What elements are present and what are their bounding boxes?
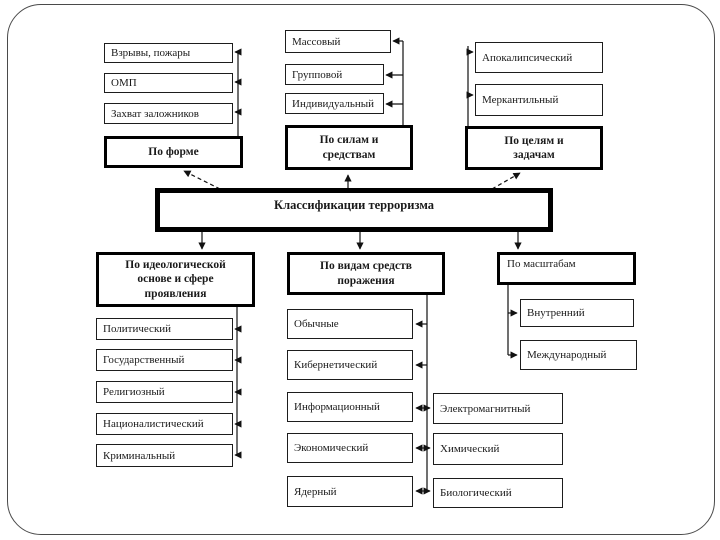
scale-item-international: Международный [520, 340, 637, 370]
goals-item-apocalyptic: Апокалипсический [475, 42, 603, 73]
means-item-cyber: Кибернетический [287, 350, 413, 380]
category-form: По форме [104, 136, 243, 168]
ideology-item-state: Государственный [96, 349, 233, 371]
form-item-hostages: Захват заложников [104, 103, 233, 124]
means-item-biological: Биологический [433, 478, 563, 508]
means-item-chemical: Химический [433, 433, 563, 465]
category-ideology: По идеологической основе и сфере проявле… [96, 252, 255, 307]
forces-item-mass: Массовый [285, 30, 391, 53]
ideology-item-religious: Религиозный [96, 381, 233, 403]
category-means: По видам средств поражения [287, 252, 445, 295]
goals-item-mercantile: Меркантильный [475, 84, 603, 116]
center-node: Классификации терроризма [155, 188, 553, 232]
means-item-conventional: Обычные [287, 309, 413, 339]
form-item-explosions: Взрывы, пожары [104, 43, 233, 63]
means-item-economic: Экономический [287, 433, 413, 463]
means-item-nuclear: Ядерный [287, 476, 413, 507]
means-item-electromagnetic: Электромагнитный [433, 393, 563, 424]
scale-item-internal: Внутренний [520, 299, 634, 327]
ideology-item-political: Политический [96, 318, 233, 340]
forces-item-group: Групповой [285, 64, 384, 85]
category-forces: По силам и средствам [285, 125, 413, 170]
category-scale: По масштабам [497, 252, 636, 285]
ideology-item-nationalist: Националистический [96, 413, 233, 435]
forces-item-individual: Индивидуальный [285, 93, 384, 114]
form-item-wmd: ОМП [104, 73, 233, 93]
means-item-informational: Информационный [287, 392, 413, 422]
ideology-item-criminal: Криминальный [96, 444, 233, 467]
category-goals: По целям и задачам [465, 126, 603, 170]
